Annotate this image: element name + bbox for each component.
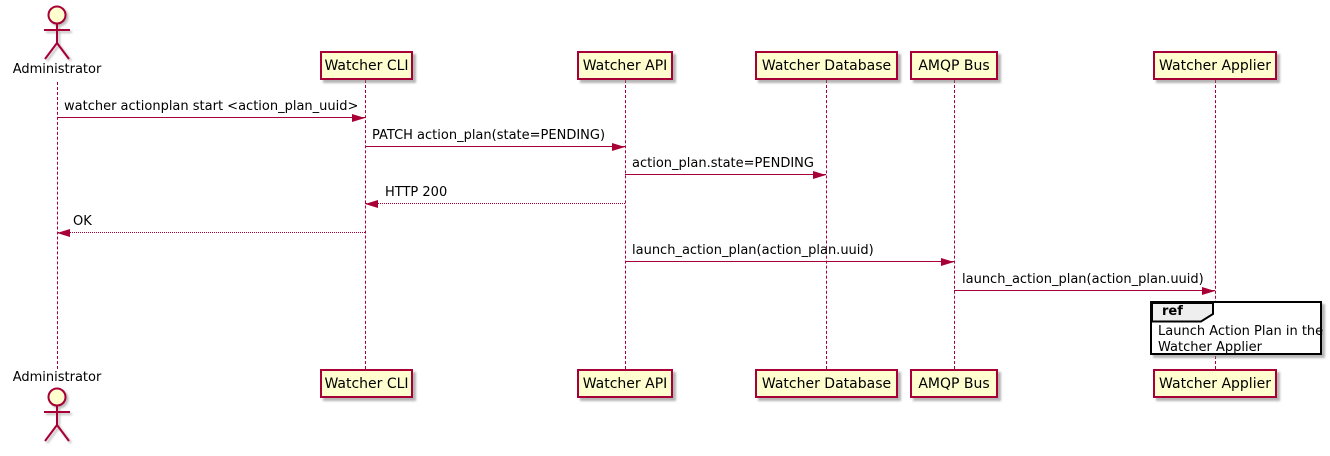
actor-label-administrator-bottom: Administrator (12, 370, 102, 385)
message-line (57, 117, 365, 118)
participant-watcher-api-top: Watcher API (577, 51, 673, 80)
message-start-actionplan: watcher actionplan start <action_plan_uu… (57, 98, 365, 122)
participant-label: Watcher Applier (1159, 57, 1271, 74)
actor-label-administrator-top: Administrator (12, 62, 102, 77)
message-label: watcher actionplan start <action_plan_uu… (64, 99, 359, 114)
ref-header-pentagon-icon (1151, 302, 1214, 323)
ref-keyword: ref (1162, 304, 1183, 319)
message-label: launch_action_plan(action_plan.uuid) (962, 272, 1204, 287)
participant-label: Watcher CLI (324, 375, 409, 392)
lifeline-watcher-api (625, 80, 626, 369)
participant-watcher-cli-bottom: Watcher CLI (320, 369, 413, 398)
message-label: action_plan.state=PENDING (632, 156, 814, 171)
arrowhead-right-icon (1202, 287, 1215, 295)
message-line (954, 290, 1215, 291)
participant-watcher-applier-top: Watcher Applier (1153, 51, 1277, 80)
message-state-pending: action_plan.state=PENDING (625, 155, 826, 179)
lifeline-amqp-bus (954, 80, 955, 369)
actor-icon (44, 387, 70, 442)
participant-label: Watcher API (582, 375, 668, 392)
arrowhead-right-icon (352, 114, 365, 122)
message-launch-action-plan-api: launch_action_plan(action_plan.uuid) (625, 242, 954, 266)
participant-watcher-api-bottom: Watcher API (577, 369, 673, 398)
message-label: PATCH action_plan(state=PENDING) (372, 128, 606, 143)
message-line (625, 261, 954, 262)
arrowhead-left-icon (365, 200, 378, 208)
arrowhead-left-icon (57, 229, 70, 237)
message-label: OK (73, 214, 92, 229)
message-line (365, 203, 625, 204)
message-line (365, 146, 625, 147)
lifeline-watcher-database (826, 80, 827, 369)
participant-label: Watcher CLI (324, 57, 409, 74)
ref-body-line1: Launch Action Plan in the (1158, 324, 1324, 339)
message-patch-action-plan: PATCH action_plan(state=PENDING) (365, 127, 625, 151)
lifeline-watcher-applier (1215, 80, 1216, 369)
actor-icon (44, 5, 70, 60)
participant-label: AMQP Bus (918, 57, 990, 74)
participant-label: Watcher Database (761, 57, 892, 74)
lifeline-watcher-cli (365, 80, 366, 369)
message-launch-action-plan-bus: launch_action_plan(action_plan.uuid) (954, 271, 1215, 295)
arrowhead-right-icon (941, 258, 954, 266)
message-http-200: HTTP 200 (365, 184, 625, 208)
ref-body-line2: Watcher Applier (1158, 340, 1262, 355)
participant-amqp-bus-bottom: AMQP Bus (910, 369, 998, 398)
participant-label: AMQP Bus (918, 375, 990, 392)
message-line (57, 232, 365, 233)
arrowhead-right-icon (813, 171, 826, 179)
ref-body-text: Launch Action Plan in the Watcher Applie… (1158, 324, 1323, 356)
lifeline-administrator (57, 82, 58, 369)
participant-watcher-cli-top: Watcher CLI (320, 51, 413, 80)
message-ok: OK (57, 213, 365, 237)
participant-watcher-applier-bottom: Watcher Applier (1153, 369, 1277, 398)
arrowhead-right-icon (612, 143, 625, 151)
message-label: HTTP 200 (385, 185, 448, 200)
ref-fragment: ref Launch Action Plan in the Watcher Ap… (1150, 301, 1323, 356)
participant-amqp-bus-top: AMQP Bus (910, 51, 998, 80)
participant-watcher-database-bottom: Watcher Database (755, 369, 898, 398)
participant-watcher-database-top: Watcher Database (755, 51, 898, 80)
participant-label: Watcher API (582, 57, 668, 74)
participant-label: Watcher Applier (1159, 375, 1271, 392)
participant-label: Watcher Database (761, 375, 892, 392)
message-line (625, 174, 826, 175)
message-label: launch_action_plan(action_plan.uuid) (632, 243, 874, 258)
